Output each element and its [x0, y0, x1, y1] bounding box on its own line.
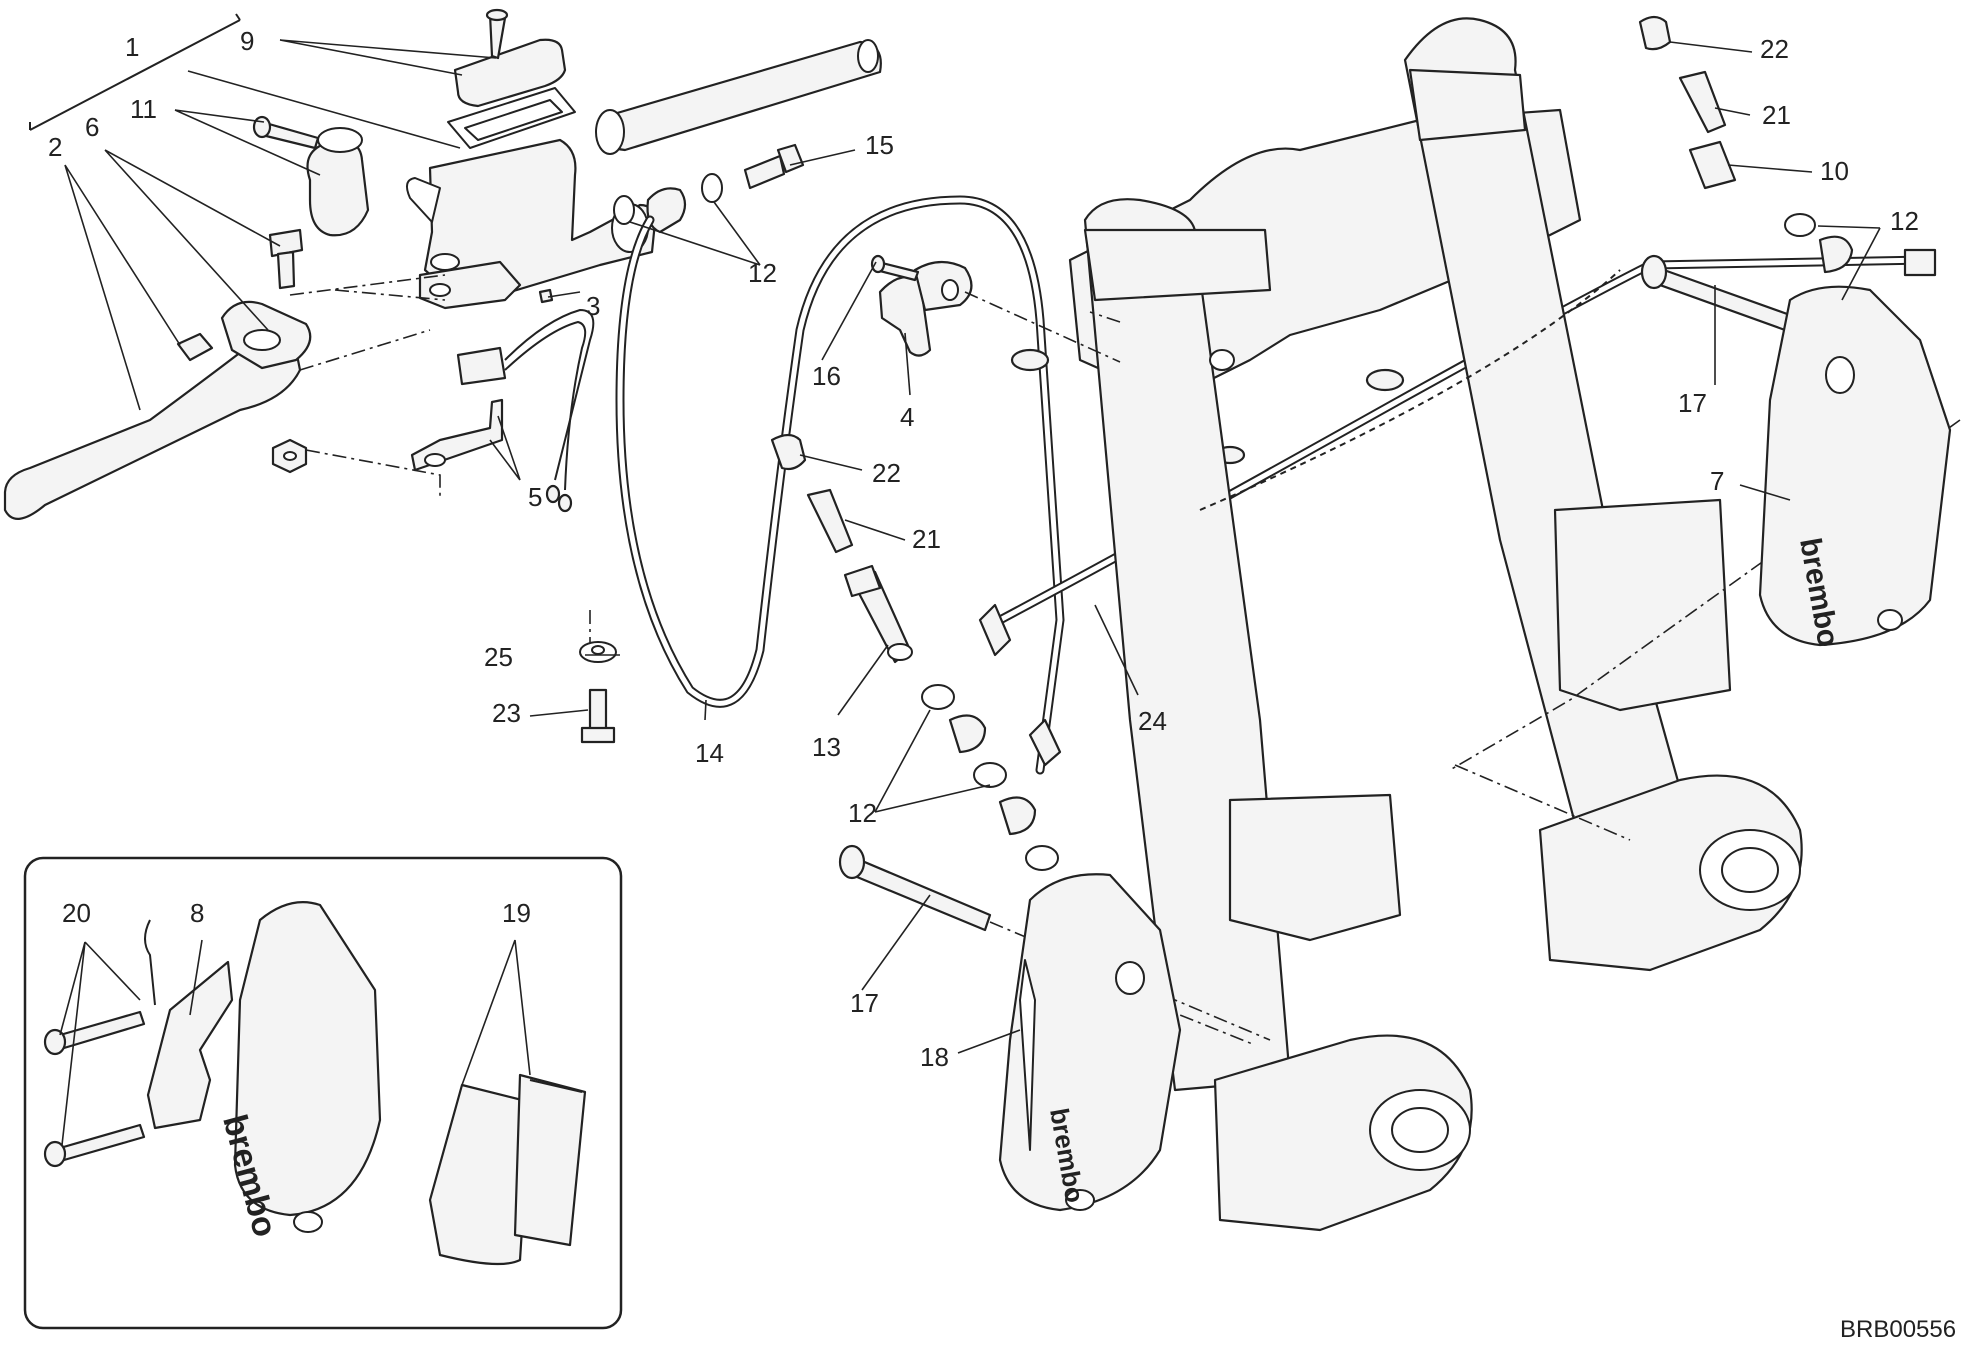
callout-15: 15: [865, 130, 894, 160]
bleeder-cap: [770, 433, 807, 471]
caliper-bolts: [838, 254, 1792, 1046]
callout-7: 7: [1710, 466, 1724, 496]
hose-grommet: [1365, 368, 1405, 392]
copper-washer: [701, 173, 723, 203]
callout-16: 16: [812, 361, 841, 391]
lever-adjuster: [176, 332, 214, 362]
callout-labels: 1 2 3 4 5 6 7 8 9 10 11 12 12 12 13 14 1…: [48, 26, 1919, 1072]
banjo-bolt-head: [776, 143, 805, 174]
fork-clamp-right: [1408, 68, 1527, 142]
drawing-code: BRB00556: [1840, 1316, 1956, 1343]
callout-18: 18: [920, 1042, 949, 1072]
brake-pad-front: [428, 1083, 532, 1266]
callout-19: 19: [502, 898, 531, 928]
callout-17-left: 17: [850, 988, 879, 1018]
bleeder-valve: [806, 488, 854, 554]
switch-bracket: [410, 398, 504, 472]
banjo-fitting: [646, 187, 687, 234]
pivot-bolt-head: [268, 228, 304, 258]
front-fork: [1068, 17, 1961, 1232]
reservoir-cover: [453, 38, 567, 108]
callout-14: 14: [695, 738, 724, 768]
fork-clamp-left: [1083, 228, 1272, 302]
callout-17-right: 17: [1678, 388, 1707, 418]
callout-24: 24: [1138, 706, 1167, 736]
handlebar-tube: [598, 40, 882, 152]
leader-lines: [59, 39, 1881, 1146]
bleeder-assembly-right: [1638, 15, 1854, 318]
callout-12-upper: 12: [748, 258, 777, 288]
callout-4: 4: [900, 402, 914, 432]
callout-1: 1: [125, 32, 139, 62]
brake-light-switch: [456, 346, 507, 386]
callout-3: 3: [586, 291, 600, 321]
copper-washer: [921, 684, 955, 710]
callout-9: 9: [240, 26, 254, 56]
handlebar-clamp: [306, 139, 370, 237]
callout-2: 2: [48, 132, 62, 162]
copper-washer: [973, 762, 1007, 788]
fork-slider-right: [1553, 498, 1732, 712]
caliper-bolt-right: [1644, 263, 1792, 332]
callout-10: 10: [1820, 156, 1849, 186]
fork-slider-left: [1228, 793, 1402, 942]
callout-23: 23: [492, 698, 521, 728]
pin-clip: [144, 919, 156, 1006]
caliper-detail-inset: brembo: [23, 856, 623, 1330]
hose-clip: [878, 275, 932, 357]
copper-washer: [1025, 845, 1059, 871]
screw-3: [538, 288, 554, 304]
pad-spring: [146, 960, 234, 1130]
inset-caliper: [233, 901, 382, 1217]
callout-21-left: 21: [912, 524, 941, 554]
caliper-bolt-left: [843, 853, 992, 932]
callout-20: 20: [62, 898, 91, 928]
callout-13: 13: [812, 732, 841, 762]
callout-12-right: 12: [1890, 206, 1919, 236]
fork-foot-left: [1213, 1034, 1473, 1232]
brake-caliper-left: brembo: [998, 873, 1182, 1212]
callout-11: 11: [130, 94, 157, 124]
bolt-23: [588, 688, 608, 732]
callout-22-right: 22: [1760, 34, 1789, 64]
master-cylinder-assembly: [3, 8, 882, 650]
copper-washer: [613, 195, 635, 225]
group-bracket: [29, 19, 241, 131]
banjo-bolt-thread: [743, 154, 786, 190]
callout-6: 6: [85, 112, 99, 142]
brake-caliper-right: [1758, 285, 1952, 647]
callout-22-left: 22: [872, 458, 901, 488]
bleeder-assembly-left: [770, 433, 1059, 871]
hose-grommet: [1010, 348, 1050, 372]
fork-foot-right: [1538, 774, 1803, 972]
callout-25: 25: [484, 642, 513, 672]
callout-8: 8: [190, 898, 204, 928]
mount-bolt-23: [579, 641, 617, 744]
master-cylinder-body: [423, 138, 657, 297]
hose-clip-assembly: [870, 254, 1121, 363]
brake-pad-rear: [513, 1073, 587, 1247]
callout-5: 5: [528, 482, 542, 512]
callout-12-lower: 12: [848, 798, 877, 828]
callout-21-right: 21: [1762, 100, 1791, 130]
